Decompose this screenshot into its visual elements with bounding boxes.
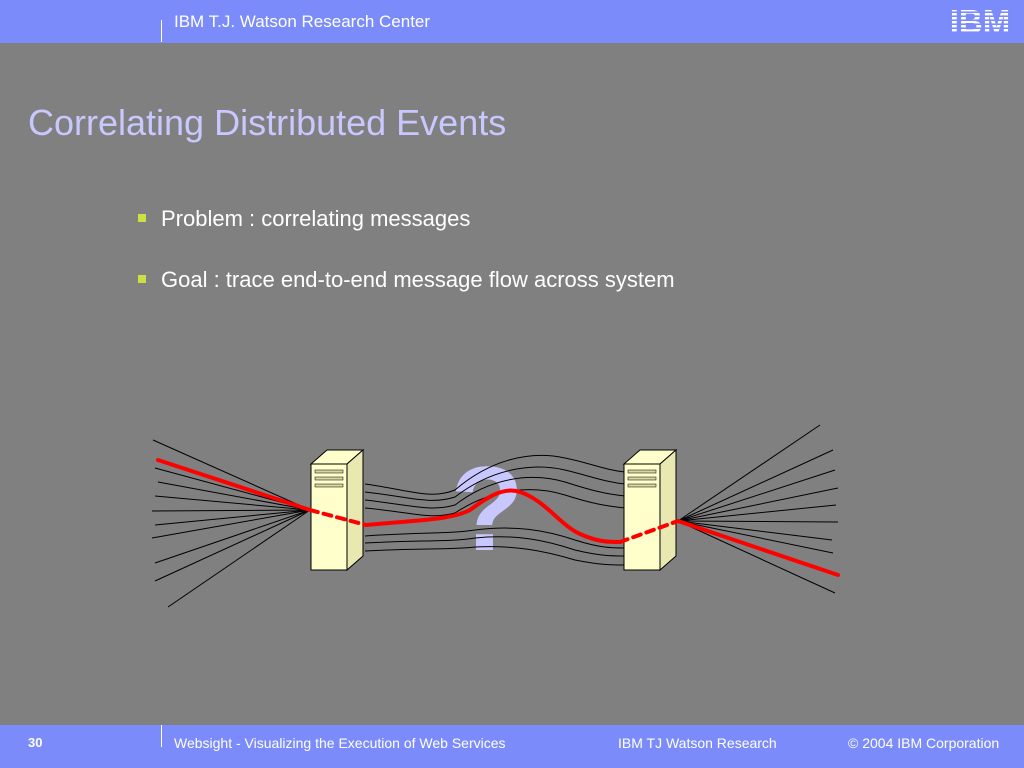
ibm-logo-text: IBM bbox=[950, 5, 1011, 35]
fan-line bbox=[677, 469, 836, 522]
fan-line bbox=[677, 504, 837, 522]
fan-line bbox=[677, 520, 836, 594]
fan-line bbox=[677, 520, 839, 523]
fan-line bbox=[677, 520, 833, 541]
left-server-icon bbox=[309, 448, 365, 572]
trace-segment-curve bbox=[364, 488, 622, 544]
fan-line bbox=[151, 509, 311, 512]
connection-line bbox=[364, 546, 626, 566]
fan-line bbox=[154, 509, 311, 582]
fan-line bbox=[154, 509, 311, 526]
fan-line bbox=[152, 439, 311, 511]
question-mark: ? bbox=[450, 442, 523, 576]
trace-segment-dotted bbox=[618, 519, 680, 544]
bullet-text: Problem : correlating messages bbox=[161, 206, 471, 231]
right-server-icon bbox=[622, 448, 678, 572]
bullet-item: Goal : trace end-to-end message flow acr… bbox=[138, 267, 675, 328]
connection-line bbox=[364, 454, 626, 495]
left-fan-lines bbox=[151, 439, 311, 608]
header-divider bbox=[161, 20, 162, 42]
trace-segment-solid bbox=[156, 458, 312, 512]
footer-presentation-title: Websight - Visualizing the Execution of … bbox=[174, 735, 506, 751]
footer-divider bbox=[161, 725, 162, 747]
slide-title: Correlating Distributed Events bbox=[28, 102, 507, 143]
header-title: IBM T.J. Watson Research Center bbox=[174, 12, 431, 31]
fan-line bbox=[157, 481, 311, 511]
fan-line bbox=[154, 509, 311, 564]
fan-line bbox=[677, 520, 834, 554]
connection-line bbox=[364, 466, 626, 501]
connection-line bbox=[364, 527, 626, 549]
ibm-logo: IBM bbox=[950, 5, 1011, 35]
connection-line bbox=[364, 536, 626, 557]
connection-line bbox=[364, 477, 626, 509]
bullet-item: Problem : correlating messages bbox=[138, 206, 675, 267]
fan-line bbox=[677, 424, 821, 522]
footer-organization: IBM TJ Watson Research bbox=[618, 735, 777, 751]
square-bullet-icon bbox=[138, 275, 146, 283]
fan-line bbox=[677, 487, 839, 522]
trace-segment-dotted bbox=[308, 508, 368, 527]
trace-line bbox=[156, 458, 840, 577]
bullet-list: Problem : correlating messages Goal : tr… bbox=[138, 206, 675, 328]
bullet-text: Goal : trace end-to-end message flow acr… bbox=[161, 267, 675, 292]
header-bar: IBM T.J. Watson Research Center IBM bbox=[0, 0, 1024, 43]
page-number: 30 bbox=[28, 735, 43, 750]
fan-line bbox=[154, 495, 311, 511]
fan-line bbox=[677, 449, 834, 522]
footer-copyright: © 2004 IBM Corporation bbox=[848, 735, 1000, 751]
square-bullet-icon bbox=[138, 214, 146, 222]
fan-line bbox=[151, 509, 311, 539]
trace-segment-solid bbox=[676, 519, 840, 577]
fan-line bbox=[167, 509, 311, 608]
connection-lines bbox=[364, 454, 626, 566]
footer-bar: 30 Websight - Visualizing the Execution … bbox=[0, 725, 1024, 768]
